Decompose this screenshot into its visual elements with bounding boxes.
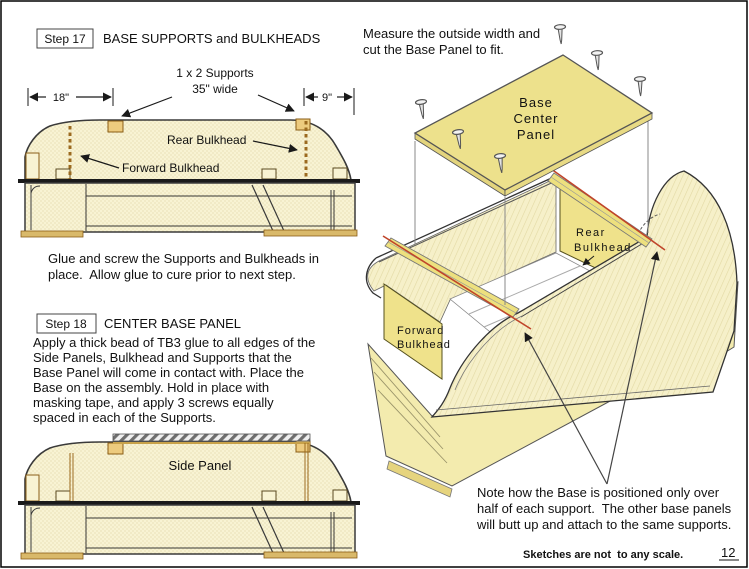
note-arrow-left (524, 332, 608, 485)
rear-glue-line (546, 165, 666, 251)
step18-header: Step 18 CENTER BASE PANEL (36, 313, 241, 334)
base-panel-label-2: Center (513, 111, 558, 126)
step18-line2: Side Panels, Bulkhead and Supports that … (33, 350, 292, 365)
near-side-panel (430, 170, 738, 418)
skid-left (386, 460, 453, 498)
dim-9: 9" (303, 88, 355, 115)
note-line1: Note how the Base is positioned only ove… (477, 485, 720, 500)
supports-arrow-left (121, 96, 173, 118)
assembly-3d-drawing: Base Center Panel Rear Bulkhead Forward … (365, 23, 739, 498)
step18-instructions: Apply a thick bead of TB3 glue to all ed… (33, 335, 315, 425)
step17-title: BASE SUPPORTS and BULKHEADS (103, 31, 321, 46)
step18-line4: Base on the assembly. Hold in place with (33, 380, 269, 395)
side-panel-label: Side Panel (169, 458, 232, 473)
step18-line1: Apply a thick bead of TB3 glue to all ed… (33, 335, 315, 350)
forward-support (382, 235, 532, 330)
page-number: 12 (721, 545, 735, 560)
glued-edge-strip (112, 433, 311, 442)
step18-badge-box (36, 313, 97, 334)
step17-instruction-line1: Glue and screw the Supports and Bulkhead… (48, 251, 319, 266)
step17-badge-box (36, 28, 94, 49)
base-center-panel: Base Center Panel (413, 54, 654, 197)
rear-bulkhead-3d-label-2: Bulkhead (574, 242, 632, 254)
step17-instructions: Glue and screw the Supports and Bulkhead… (48, 251, 319, 282)
rear-bulkhead-3d-arrow (582, 255, 595, 266)
note-line3: will butt up and attach to the same supp… (476, 517, 731, 532)
step18-line6: spaced in each of the Supports. (33, 410, 216, 425)
base-panel-label-3: Panel (517, 127, 555, 142)
step18-line3: Base Panel will come in contact with. Pl… (33, 365, 304, 380)
step18-badge: Step 18 (45, 317, 87, 331)
note-line2: half of each support. The other base pan… (477, 501, 732, 516)
footer: Sketches are not to any scale. 12 (523, 545, 739, 561)
dim-9-label: 9" (322, 92, 332, 104)
forward-bulkhead-arrow (80, 154, 120, 169)
forward-glue-line (382, 235, 532, 330)
dim-18: 18" (27, 88, 114, 106)
forward-bulkhead-3d-label-1: Forward (397, 325, 444, 337)
supports-width-label: 35" wide (192, 82, 238, 96)
note-arrow-right (606, 251, 660, 485)
step17-annotations: 1 x 2 Supports 35" wide 18" 9" (27, 66, 355, 118)
step17-side-view-drawing: Rear Bulkhead Forward Bulkhead (17, 118, 361, 238)
forward-bulkhead-callout: Forward Bulkhead (122, 161, 219, 175)
step17-badge: Step 17 (44, 32, 86, 46)
step18-title: CENTER BASE PANEL (104, 316, 241, 331)
side-panel-drawing: Side Panel (17, 433, 361, 560)
step18-line5: masking tape, and apply 3 screws equally (33, 395, 274, 410)
supports-arrow-right (257, 94, 295, 112)
step17-instruction-line2: place. Allow glue to cure prior to next … (48, 267, 296, 282)
rear-bulkhead-arrow (252, 140, 298, 153)
position-note: Note how the Base is positioned only ove… (476, 485, 732, 532)
supports-label: 1 x 2 Supports (176, 66, 253, 80)
forward-bulkhead-3d-label-2: Bulkhead (397, 339, 451, 351)
projection-lines (414, 120, 649, 305)
far-side-panel (365, 175, 559, 323)
measure-note: Measure the outside width and cut the Ba… (363, 26, 540, 57)
measure-line1: Measure the outside width and (363, 26, 540, 41)
step17-header: Step 17 BASE SUPPORTS and BULKHEADS (36, 28, 321, 49)
rear-support (546, 165, 666, 251)
footer-note: Sketches are not to any scale. (523, 549, 683, 561)
dim-18-label: 18" (53, 92, 69, 104)
rear-bulkhead-3d-label-1: Rear (576, 227, 606, 239)
rear-bulkhead-callout: Rear Bulkhead (167, 133, 246, 147)
measure-line2: cut the Base Panel to fit. (363, 42, 504, 57)
base-panel-label-1: Base (519, 95, 553, 110)
forward-bulkhead-panel (383, 283, 443, 380)
